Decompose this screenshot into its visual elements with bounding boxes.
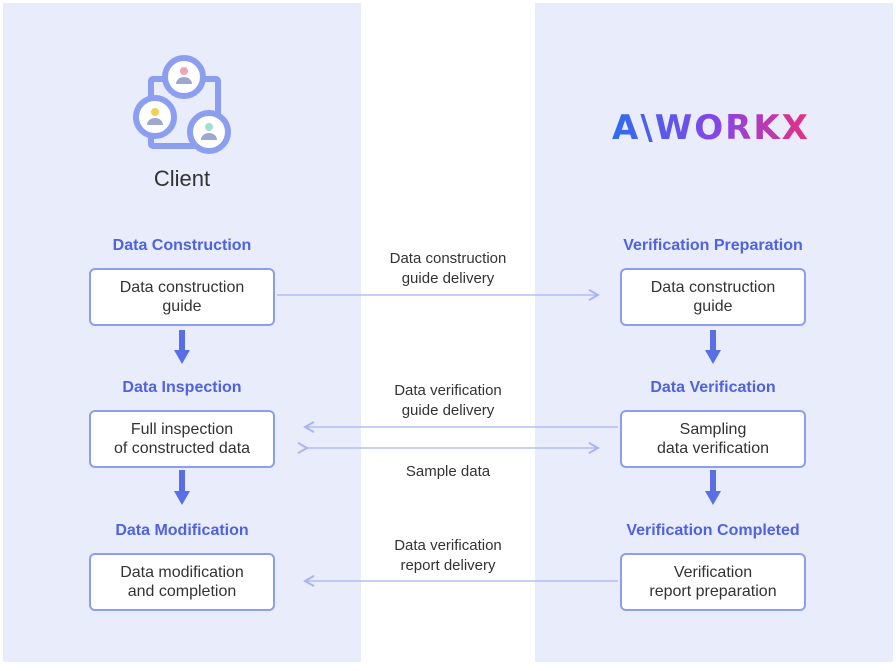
box-label: Sampling data verification: [656, 421, 770, 457]
heading-data-construction: Data Construction: [112, 237, 252, 254]
client-label: Client: [153, 166, 211, 191]
heading-verification-completed: Verification Completed: [626, 522, 800, 539]
heading-verification-preparation: Verification Preparation: [623, 237, 803, 254]
box-label: Data construction guide: [119, 279, 245, 315]
heading-data-verification: Data Verification: [650, 379, 776, 396]
msg-sample-data: Sample data: [405, 463, 491, 480]
box-full-inspection: Full inspection of constructed data: [89, 410, 275, 468]
box-label: Data construction guide: [650, 279, 776, 315]
box-data-modification: Data modification and completion: [89, 553, 275, 611]
box-label: Data modification and completion: [120, 564, 244, 600]
heading-data-modification: Data Modification: [115, 522, 249, 539]
msg-guide-delivery: Data construction guide delivery: [389, 250, 507, 287]
heading-data-inspection: Data Inspection: [122, 379, 242, 396]
box-data-construction-guide: Data construction guide: [89, 268, 275, 326]
box-label: Full inspection of constructed data: [113, 421, 251, 457]
box-report-preparation: Verification report preparation: [620, 553, 806, 611]
box-vendor-construction-guide: Data construction guide: [620, 268, 806, 326]
msg-report-delivery: Data verification report delivery: [394, 537, 502, 574]
box-sampling-verification: Sampling data verification: [620, 410, 806, 468]
box-label: Verification report preparation: [649, 564, 777, 600]
msg-verification-guide-delivery: Data verification guide delivery: [394, 382, 502, 419]
